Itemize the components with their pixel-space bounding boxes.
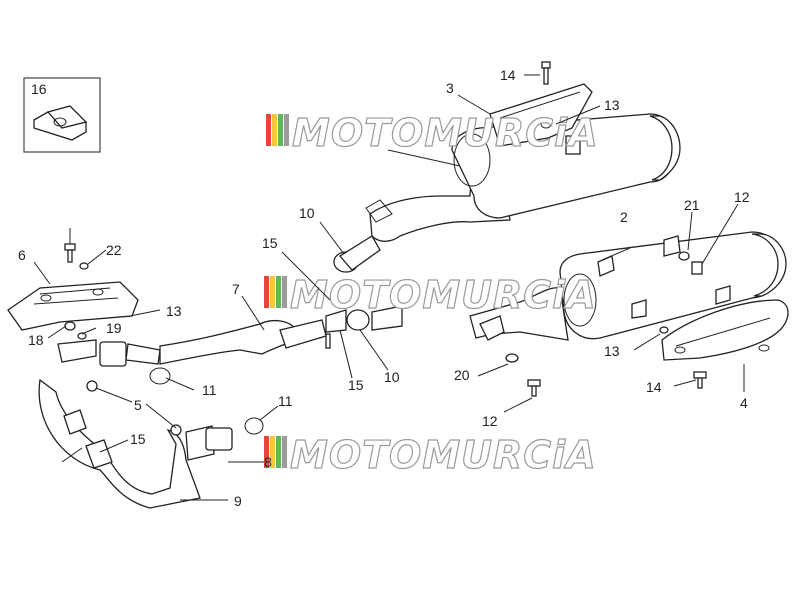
watermark-middle: MOTOMURCiA — [264, 272, 597, 318]
callout-13-right: 13 — [604, 343, 620, 359]
callout-19: 19 — [106, 320, 122, 336]
callout-8: 8 — [264, 454, 272, 470]
callout-15-top: 15 — [262, 235, 278, 251]
callout-3: 3 — [446, 80, 454, 96]
callout-22: 22 — [106, 242, 122, 258]
callout-13-left: 13 — [166, 303, 182, 319]
callout-14-top: 14 — [500, 67, 516, 83]
heat-shield-4 — [659, 299, 789, 389]
callout-2: 2 — [620, 209, 628, 225]
callout-11-mid: 11 — [202, 382, 217, 398]
callout-15-low: 15 — [130, 431, 146, 447]
callout-12-bottom: 12 — [482, 413, 498, 429]
watermark-text-bottom: MOTOMURCiA — [290, 433, 597, 477]
callout-11-low: 11 — [278, 393, 293, 409]
callout-7: 7 — [232, 281, 240, 297]
callout-labels: 14 3 13 10 15 2 21 12 6 22 13 7 19 18 11… — [18, 67, 750, 509]
callout-13-top: 13 — [604, 97, 620, 113]
callout-5: 5 — [134, 397, 142, 413]
leader-lines — [33, 74, 745, 501]
watermark-text-top: MOTOMURCiA — [292, 111, 599, 155]
manifold-pipes — [38, 319, 327, 509]
callout-6: 6 — [18, 247, 26, 263]
muffler-2 — [469, 231, 787, 397]
callout-14-right: 14 — [646, 379, 662, 395]
callout-10-top: 10 — [299, 205, 315, 221]
callout-20: 20 — [454, 367, 470, 383]
callout-9: 9 — [234, 493, 242, 509]
heat-shield-6 — [7, 281, 139, 331]
watermark-bottom: MOTOMURCiA — [264, 432, 597, 478]
inset-part-16: 16 — [23, 77, 101, 153]
muffler-3 — [365, 61, 681, 242]
callout-18: 18 — [28, 332, 44, 348]
callout-4: 4 — [740, 395, 748, 411]
callout-15-mid: 15 — [348, 377, 364, 393]
bolt-22 — [64, 243, 89, 270]
callout-16: 16 — [31, 81, 47, 97]
callout-12-top: 12 — [734, 189, 750, 205]
callout-21: 21 — [684, 197, 700, 213]
callout-10-mid: 10 — [384, 369, 400, 385]
joint-clamps — [325, 235, 403, 349]
watermark-top: MOTOMURCiA — [266, 110, 599, 156]
watermark-text-middle: MOTOMURCiA — [290, 273, 597, 317]
